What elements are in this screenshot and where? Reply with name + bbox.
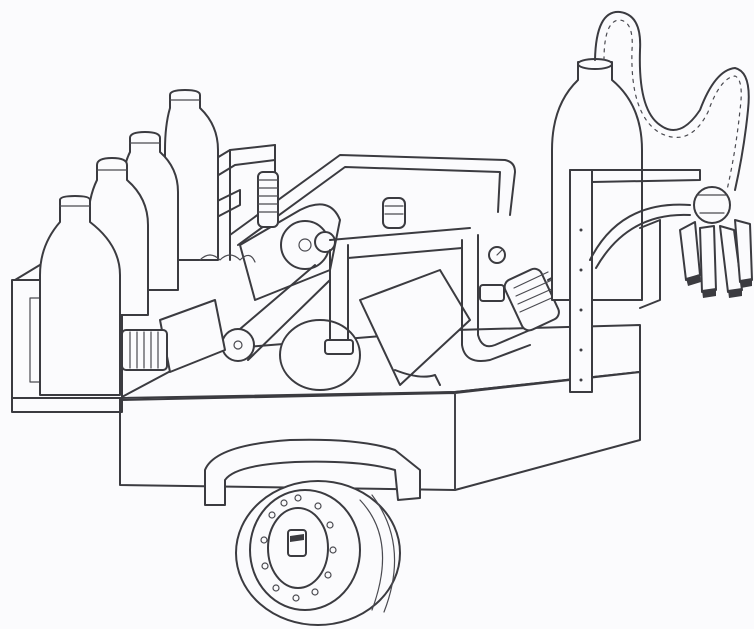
milking-claw	[589, 186, 753, 298]
teat-cup	[699, 225, 717, 293]
wheel-assembly	[204, 438, 421, 626]
teat-cup	[679, 221, 701, 281]
pipe-frame	[229, 154, 516, 246]
vacuum-tank	[279, 269, 471, 391]
milk-bottles-group	[39, 89, 219, 396]
motor-assembly	[121, 171, 341, 373]
trailer-platform	[119, 324, 641, 491]
pipe-network	[324, 197, 531, 362]
milk-tube	[594, 10, 750, 191]
milk-bottle	[39, 195, 121, 396]
